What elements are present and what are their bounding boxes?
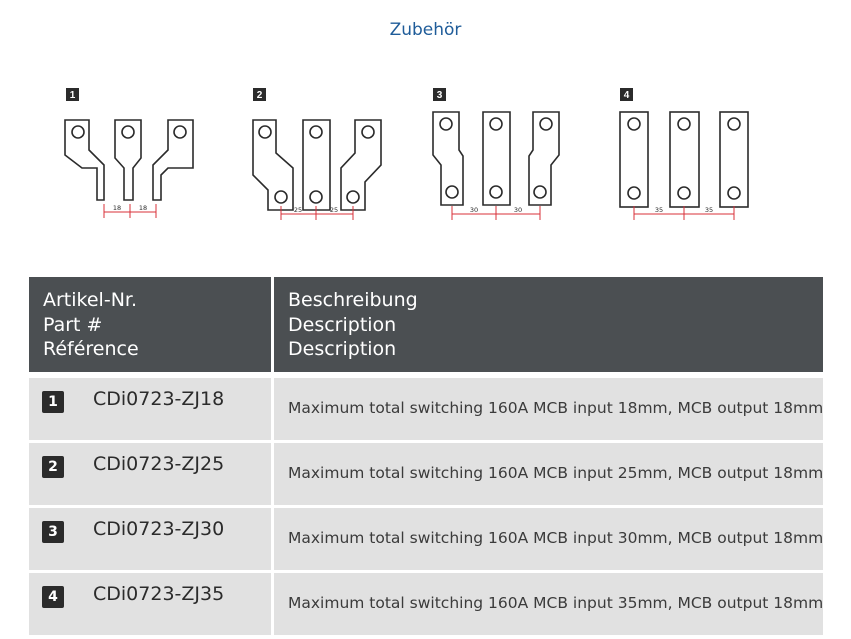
table-row: 3 CDi0723-ZJ30 Maximum total switching 1…: [29, 508, 823, 570]
part-code: CDi0723-ZJ18: [93, 388, 225, 410]
dimension-label: 35: [705, 206, 713, 214]
table-row: 1 CDi0723-ZJ18 Maximum total switching 1…: [29, 378, 823, 440]
description-cell: Maximum total switching 160A MCB input 3…: [274, 508, 823, 570]
part-code: CDi0723-ZJ35: [93, 583, 225, 605]
diagram-number: 1: [70, 90, 76, 101]
table-row: 2 CDi0723-ZJ25 Maximum total switching 1…: [29, 443, 823, 505]
part-code: CDi0723-ZJ30: [93, 518, 225, 540]
diagram-3: [432, 111, 560, 206]
part-code: CDi0723-ZJ25: [93, 453, 225, 475]
row-number-badge: 3: [42, 521, 64, 543]
row-number-badge: 2: [42, 456, 64, 478]
row-number-badge: 4: [42, 586, 64, 608]
diagram-number: 3: [437, 90, 443, 101]
table-row: 4 CDi0723-ZJ35 Maximum total switching 1…: [29, 573, 823, 635]
part-number-cell: 4 CDi0723-ZJ35: [29, 573, 271, 635]
description-text: Maximum total switching 160A MCB input 1…: [288, 399, 824, 417]
description-text: Maximum total switching 160A MCB input 3…: [288, 594, 824, 612]
diagram-2: [252, 119, 382, 211]
accessory-diagrams: 1 2 3 4 18 18 25 25 30 30 35 35: [64, 88, 749, 220]
header-label: Part #: [43, 313, 103, 336]
dimension-label: 30: [470, 206, 478, 214]
header-label: Description: [288, 338, 397, 360]
part-number-cell: 3 CDi0723-ZJ30: [29, 508, 271, 570]
dimension-label: 35: [655, 206, 663, 214]
header-label: Référence: [43, 338, 139, 360]
dimension-label: 25: [294, 206, 302, 214]
diagram-number: 4: [624, 90, 630, 101]
diagram-1: [64, 119, 194, 201]
part-number-cell: 1 CDi0723-ZJ18: [29, 378, 271, 440]
row-number-badge: 1: [42, 391, 64, 413]
description-cell: Maximum total switching 160A MCB input 2…: [274, 443, 823, 505]
dimension-label: 30: [514, 206, 522, 214]
dimension-label: 18: [113, 204, 121, 212]
description-text: Maximum total switching 160A MCB input 3…: [288, 529, 824, 547]
description-cell: Maximum total switching 160A MCB input 1…: [274, 378, 823, 440]
header-label: Artikel-Nr.: [43, 289, 138, 311]
description-cell: Maximum total switching 160A MCB input 3…: [274, 573, 823, 635]
dimension-label: 25: [330, 206, 338, 214]
header-label: Description: [288, 313, 397, 336]
diagram-number: 2: [257, 90, 263, 101]
diagram-4: [619, 111, 749, 208]
header-description: Beschreibung Description Description: [274, 277, 823, 372]
part-number-cell: 2 CDi0723-ZJ25: [29, 443, 271, 505]
header-part-number: Artikel-Nr. Part # Référence: [29, 277, 271, 372]
description-text: Maximum total switching 160A MCB input 2…: [288, 464, 824, 482]
dimension-label: 18: [139, 204, 147, 212]
header-label: Beschreibung: [288, 289, 418, 311]
page-title: Zubehör: [389, 20, 462, 40]
